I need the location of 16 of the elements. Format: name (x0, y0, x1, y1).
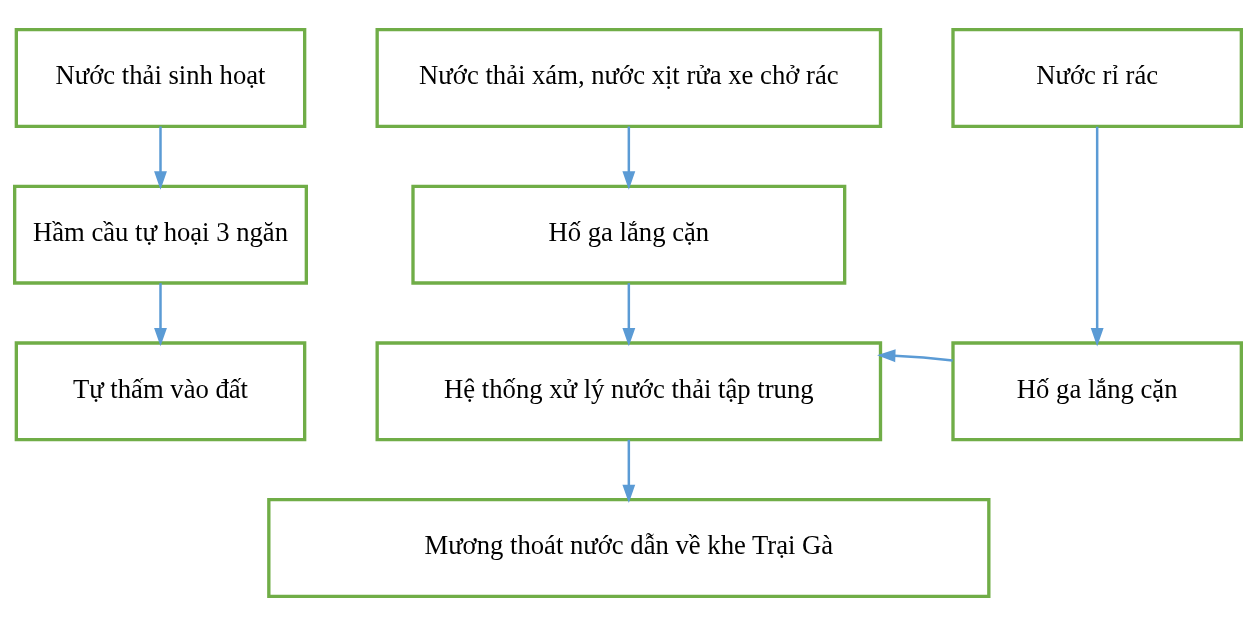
arrow (622, 283, 636, 347)
node-box: Hố ga lắng cặn (411, 184, 847, 285)
node-box: Hầm cầu tự hoại 3 ngăn (13, 184, 308, 285)
node-box: Nước thải xám, nước xịt rửa xe chở rác (375, 28, 883, 128)
node-box: Nước rỉ rác (951, 28, 1243, 128)
arrow (154, 283, 167, 347)
node-box: Hố ga lắng cặn (951, 341, 1243, 442)
node-box: Hệ thống xử lý nước thải tập trung (375, 341, 883, 442)
node-box: Nước thải sinh hoạt (14, 28, 307, 128)
arrow (154, 126, 167, 190)
node-box: Mương thoát nước dẫn về khe Trại Gà (267, 498, 991, 598)
arrow (622, 126, 636, 190)
node-box: Tự thấm vào đất (14, 341, 307, 442)
arrow (877, 349, 953, 363)
arrow (622, 439, 636, 504)
arrow (1090, 126, 1104, 347)
